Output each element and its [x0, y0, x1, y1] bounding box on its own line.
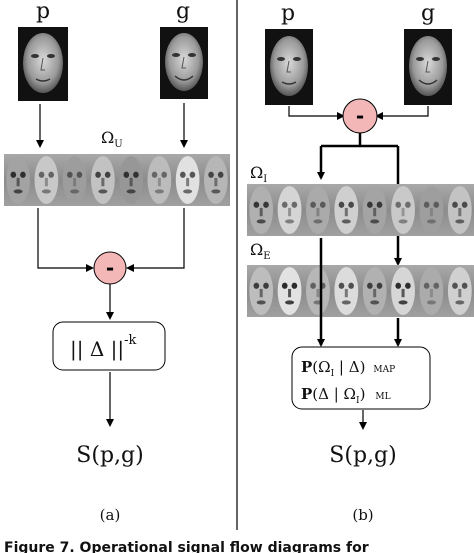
minus-symbol-b: - [356, 104, 364, 128]
norm-box [52, 321, 166, 371]
probe-face-image-b [265, 29, 313, 105]
panel-b-caption: (b) [352, 506, 373, 524]
minus-symbol: - [106, 256, 114, 280]
panel-a: p g ΩU - [4, 0, 230, 524]
figure-caption: Figure 7. Operational signal flow diagra… [4, 540, 369, 553]
gallery-face-image-b [404, 29, 452, 105]
norm-expression: || Δ ||-k [70, 333, 137, 362]
subspace-label: ΩU [101, 128, 123, 150]
panel-b: p g - ΩI [247, 1, 474, 524]
map-expression: P(ΩI | Δ)MAP [301, 358, 395, 379]
similarity-score: S(p,g) [76, 443, 143, 468]
similarity-score-b: S(p,g) [329, 443, 396, 468]
eigenface-strip-intra [247, 184, 474, 236]
probe-label: p [36, 0, 50, 24]
eigenface-strip-extra [247, 265, 474, 317]
ml-expression: P(Δ | ΩI)ML [301, 385, 391, 406]
extra-subspace-label: ΩE [250, 240, 271, 262]
eigenface-strip-u [4, 154, 230, 206]
gallery-face-image [160, 27, 208, 99]
panel-a-caption: (a) [100, 506, 121, 524]
probe-label-b: p [281, 1, 295, 26]
gallery-label-b: g [421, 1, 435, 26]
intra-subspace-label: ΩI [250, 163, 267, 185]
probability-box [291, 346, 431, 410]
gallery-label: g [176, 0, 190, 24]
probe-face-image [18, 27, 68, 101]
